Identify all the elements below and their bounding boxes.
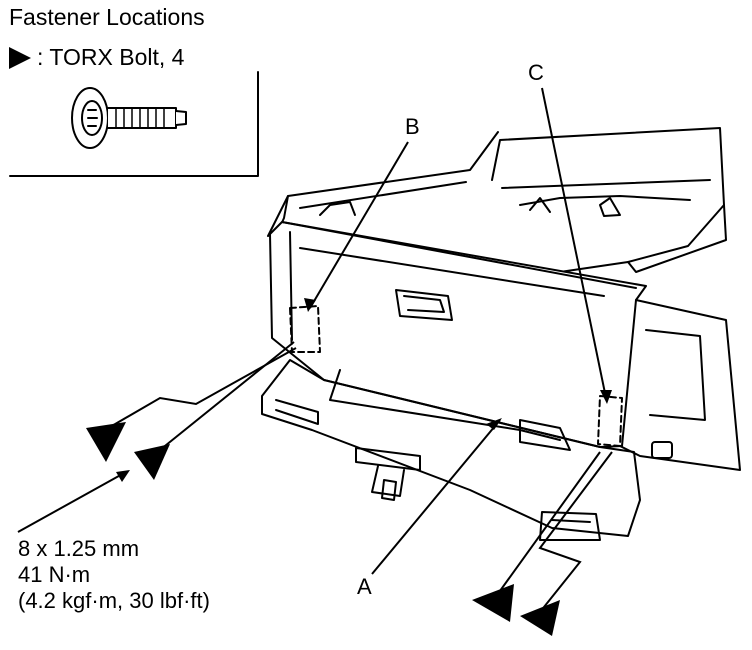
bolt-marker-right-2 — [520, 600, 560, 636]
callout-c: C — [528, 60, 544, 85]
legend: : TORX Bolt, 4 — [9, 46, 184, 69]
arrowhead-a — [486, 418, 502, 430]
bumper — [261, 359, 641, 537]
spec-torque-alt: (4.2 kgf·m, 30 lbf·ft) — [18, 588, 210, 613]
arrowhead-c — [600, 390, 612, 404]
diagram-title: Fastener Locations — [9, 4, 205, 30]
arrowhead-b — [304, 298, 316, 312]
trailer-hitch — [355, 447, 421, 471]
bolt-marker-left-1 — [86, 422, 126, 462]
bed-front — [491, 127, 725, 206]
callout-a: A — [357, 574, 372, 599]
torx-bolt-icon — [71, 87, 187, 149]
leader-right-upper — [491, 451, 601, 603]
legend-text: : TORX Bolt, 4 — [37, 44, 185, 70]
leader-right-lower — [538, 451, 613, 613]
leader-c — [541, 87, 607, 399]
torque-spec: 8 x 1.25 mm 41 N·m (4.2 kgf·m, 30 lbf·ft… — [18, 536, 210, 614]
arrowhead-spec — [116, 470, 130, 482]
bed-right-side — [627, 204, 727, 273]
inset-box-border — [9, 71, 259, 177]
leader-a — [371, 419, 501, 575]
tailgate-handle — [395, 289, 453, 321]
leader-b — [309, 141, 409, 309]
leader-left-upper — [97, 347, 297, 435]
bed-left-side — [267, 131, 499, 237]
filled-triangle-arrow-icon — [9, 46, 31, 69]
spec-size: 8 x 1.25 mm — [18, 536, 140, 561]
bolt-marker-left-2 — [134, 444, 170, 480]
leader-spec — [17, 471, 127, 533]
tail-light — [619, 299, 741, 471]
bolt-marker-right-1 — [472, 584, 514, 622]
fastener-b-box — [289, 305, 321, 353]
leader-left-lower — [149, 341, 295, 459]
callout-b: B — [405, 114, 420, 139]
spec-torque: 41 N·m — [18, 562, 91, 587]
